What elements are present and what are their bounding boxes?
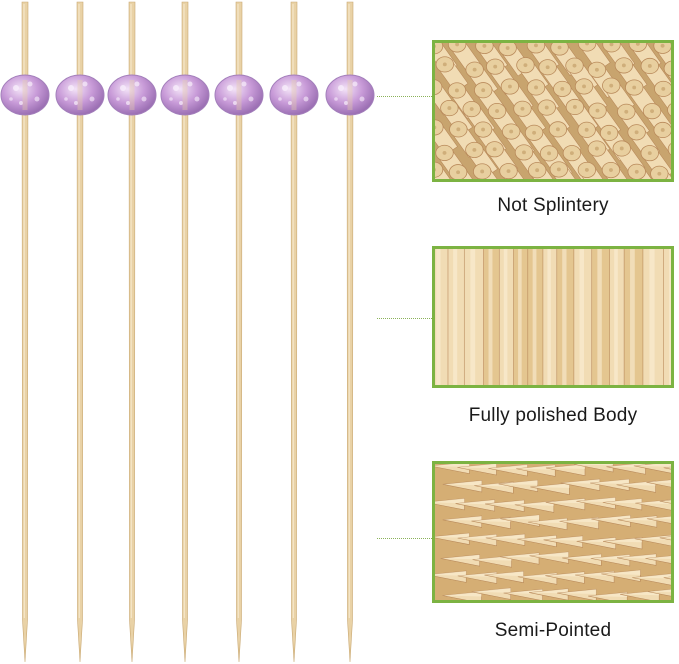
skewer — [266, 0, 322, 664]
feature-photo-ends — [432, 40, 674, 182]
bamboo-side-texture — [435, 249, 671, 385]
feature-photo-side — [432, 246, 674, 388]
connector-line — [377, 318, 432, 319]
skewer — [0, 0, 53, 664]
skewer — [104, 0, 160, 664]
bamboo-tips-texture — [435, 464, 671, 600]
bamboo-ends-texture — [435, 43, 671, 179]
feature-caption: Not Splintery — [497, 195, 609, 216]
feature-caption: Fully polished Body — [468, 405, 638, 426]
skewer — [211, 0, 267, 664]
connector-line — [377, 96, 432, 97]
skewer — [157, 0, 213, 664]
skewer — [322, 0, 378, 664]
connector-line — [377, 538, 432, 539]
feature-photo-tips — [432, 461, 674, 603]
skewer — [52, 0, 108, 664]
feature-caption: Semi-Pointed — [494, 620, 612, 641]
